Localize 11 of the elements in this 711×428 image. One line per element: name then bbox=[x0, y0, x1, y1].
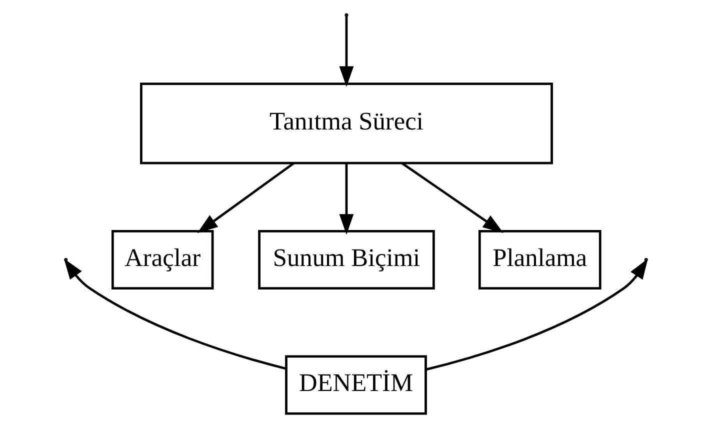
arrow bbox=[426, 258, 648, 371]
arrow bbox=[338, 16, 354, 87]
node-box: DENETİM bbox=[284, 355, 426, 415]
arrow bbox=[196, 162, 294, 234]
node-box: Araçlar bbox=[110, 230, 214, 290]
arrow bbox=[400, 162, 503, 234]
arrow bbox=[338, 164, 354, 235]
node-box: Tanıtma Süreci bbox=[140, 82, 552, 164]
node-box: Planlama bbox=[478, 230, 601, 290]
arrow bbox=[63, 258, 286, 370]
node-box: Sunum Biçimi bbox=[258, 230, 434, 290]
